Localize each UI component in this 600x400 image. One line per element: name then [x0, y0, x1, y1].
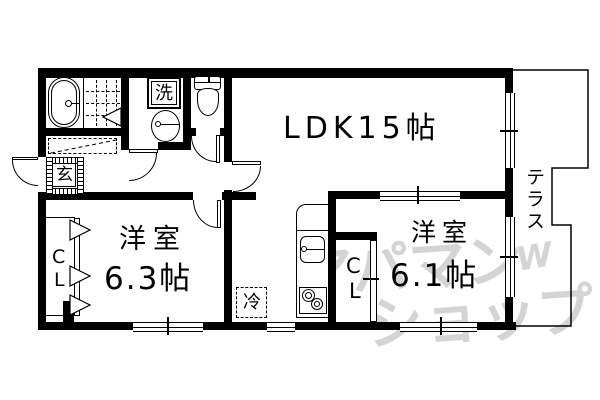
toilet-flush-tick: [208, 77, 210, 82]
wall: [505, 68, 513, 93]
window: [380, 191, 460, 201]
closet-a-door-triangle-icon: [69, 294, 92, 316]
wall: [336, 191, 380, 199]
bathtub-faucet-line: [71, 103, 80, 105]
wall: [191, 128, 196, 136]
wall: [477, 322, 516, 330]
kitchen-faucet-line: [306, 249, 324, 251]
wall: [158, 142, 191, 150]
hall-dashed-area: [48, 138, 117, 154]
bath-tile-line: [86, 115, 120, 116]
wall: [38, 68, 46, 157]
washer-label: 洗: [155, 83, 173, 104]
closet-a-top-line: [46, 217, 75, 219]
washbasin-faucet-line: [160, 124, 180, 126]
stove-burner-icon: [314, 301, 320, 307]
toilet-door-leaf: [216, 135, 220, 163]
fridge-icon: [236, 287, 267, 318]
wall: [295, 322, 400, 330]
wall: [183, 78, 191, 142]
wall: [38, 68, 513, 78]
closet-a-front-line: [74, 218, 80, 316]
bedroom-a-name: 洋室: [119, 224, 187, 255]
wall: [505, 297, 513, 330]
window-tick: [500, 130, 518, 132]
bath-folding-door-icon: [101, 107, 122, 127]
window: [400, 322, 477, 332]
wall: [38, 193, 46, 330]
bedroom-b-name: 洋室: [411, 218, 474, 247]
closet-b-door-tick: [363, 278, 379, 280]
wall: [460, 191, 505, 199]
window-tick: [440, 317, 442, 335]
wall: [38, 192, 193, 200]
bathtub-inner-line: [51, 80, 77, 125]
bath-tile-line: [86, 103, 120, 104]
closet-a-label: L: [54, 269, 65, 291]
window-tick: [417, 186, 419, 204]
closet-b-label: C: [346, 254, 361, 278]
wall: [63, 301, 74, 322]
toilet-tank-line: [195, 82, 220, 84]
wall: [505, 168, 513, 217]
closet-a-bottom-line: [46, 315, 64, 317]
window-tick: [500, 256, 518, 258]
wall: [328, 191, 336, 322]
wall: [203, 322, 267, 330]
bedroom-b-size: 6.1帖: [390, 258, 479, 294]
wall: [224, 68, 232, 162]
stove-burner-icon: [305, 292, 312, 299]
wall: [224, 200, 232, 322]
bath-partition-line: [83, 78, 85, 128]
washing-machine-inner: [151, 81, 177, 105]
closet-b-label: L: [349, 279, 361, 303]
bath-tile-line: [86, 91, 120, 92]
entrance-door-leaf: [12, 157, 38, 160]
wall: [121, 78, 129, 150]
closet-a-door-triangle-icon: [69, 265, 92, 287]
fridge-label: 冷: [243, 292, 261, 313]
terrace-label: テラス: [523, 167, 545, 233]
genkan-inner-box: [52, 163, 76, 187]
ldk-label: LDK15帖: [283, 111, 441, 146]
closet-b-sliding-door: [370, 240, 377, 322]
bedroom-a-size: 6.3帖: [104, 261, 193, 297]
genkan-tile-border: [77, 157, 84, 195]
toilet-bowl-icon: [197, 88, 219, 116]
wall: [336, 232, 377, 240]
window-tick: [167, 317, 169, 335]
entrance-label: 玄: [56, 165, 73, 185]
ldk-door-leaf: [232, 161, 261, 165]
hall-dashed-diagonal: [50, 139, 117, 154]
kitchen-counter-line: [297, 230, 328, 232]
wall: [38, 128, 129, 136]
window: [267, 322, 295, 332]
closet-a-label: C: [52, 246, 66, 268]
wall: [38, 322, 133, 330]
wall: [222, 192, 256, 200]
washroom-door-leaf: [129, 149, 158, 153]
closet-a-door-triangle-icon: [69, 219, 92, 241]
